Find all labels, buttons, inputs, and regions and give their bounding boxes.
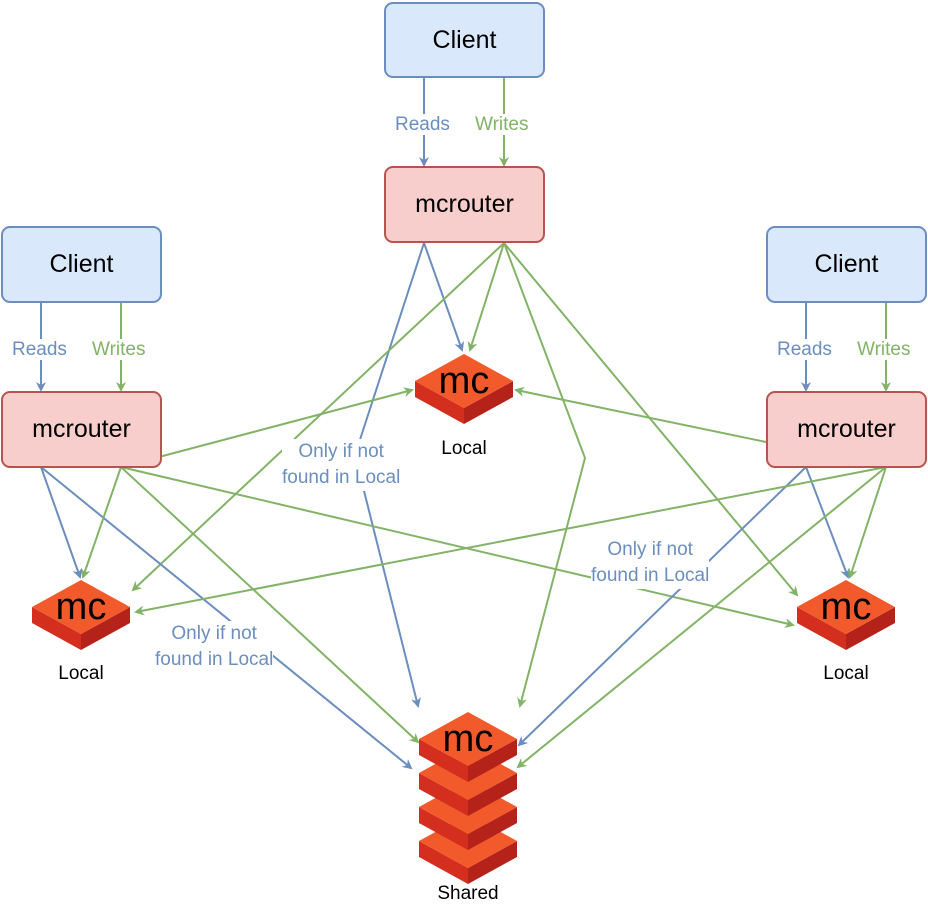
mcrouter-left-label: mcrouter bbox=[32, 415, 131, 443]
memcached-icons: mc mc mc mc bbox=[32, 354, 895, 884]
write-edge-top-router-left-local bbox=[131, 242, 505, 592]
writes-label-top: Writes bbox=[474, 114, 530, 135]
memcached-local-top-icon-layer-0-text: mc bbox=[439, 360, 490, 402]
memcached-local-top-icon-layer-0: mc bbox=[415, 354, 513, 424]
reads-label-right: Reads bbox=[776, 339, 833, 360]
note-center-line1: Only if not bbox=[298, 441, 384, 462]
memcached-local-right-icon: mc bbox=[797, 580, 895, 650]
read-edge-right-router-local bbox=[805, 466, 850, 579]
read-edge-top-router-local bbox=[423, 242, 465, 352]
note-right-line1: Only if not bbox=[607, 539, 693, 560]
note-left-line1: Only if not bbox=[171, 623, 257, 644]
edges bbox=[36, 76, 891, 770]
client-top[interactable]: Client bbox=[384, 2, 545, 78]
local-left-caption: Local bbox=[58, 663, 104, 684]
client-left[interactable]: Client bbox=[1, 226, 162, 303]
mcrouter-right-label: mcrouter bbox=[797, 415, 896, 443]
write-edge-left-router-right-local bbox=[120, 466, 795, 629]
client-right[interactable]: Client bbox=[766, 226, 927, 303]
write-edge-right-router-local bbox=[847, 466, 887, 579]
memcached-shared-icon: mc bbox=[419, 712, 517, 884]
note-center: Only if not found in Local bbox=[282, 439, 401, 491]
write-edge-left-router-local bbox=[80, 466, 122, 579]
memcached-local-right-icon-layer-0-text: mc bbox=[821, 586, 872, 628]
write-edge-top-router-local bbox=[467, 242, 505, 352]
writes-label-left: Writes bbox=[91, 339, 147, 360]
memcached-shared-icon-layer-0-text: mc bbox=[443, 718, 494, 760]
mcrouter-left[interactable]: mcrouter bbox=[1, 391, 162, 468]
mcrouter-top[interactable]: mcrouter bbox=[384, 166, 545, 243]
writes-label-right: Writes bbox=[856, 339, 912, 360]
memcached-local-right-icon-layer-0: mc bbox=[797, 580, 895, 650]
write-edge-top-router-shared bbox=[503, 242, 587, 708]
memcached-shared-icon-layer-0: mc bbox=[419, 712, 517, 782]
mcrouter-top-label: mcrouter bbox=[415, 190, 514, 218]
read-edge-right-router-shared bbox=[517, 466, 807, 747]
client-right-label: Client bbox=[814, 250, 879, 278]
write-edge-right-router-left-local bbox=[134, 466, 887, 616]
memcached-local-left-icon-layer-0: mc bbox=[32, 580, 130, 650]
client-top-label: Client bbox=[432, 25, 497, 54]
note-right: Only if not found in Local bbox=[591, 537, 710, 589]
client-left-label: Client bbox=[49, 250, 114, 278]
reads-label-top: Reads bbox=[394, 114, 451, 135]
write-edge-left-router-top-local bbox=[120, 387, 414, 468]
note-right-line2: found in Local bbox=[591, 565, 710, 586]
mcrouter-right[interactable]: mcrouter bbox=[766, 391, 927, 468]
memcached-local-left-icon: mc bbox=[32, 580, 130, 650]
write-edge-right-router-shared bbox=[516, 466, 887, 769]
shared-caption: Shared bbox=[437, 883, 499, 904]
memcached-local-left-icon-layer-0-text: mc bbox=[56, 586, 107, 628]
memcached-local-top-icon: mc bbox=[415, 354, 513, 424]
note-left-line2: found in Local bbox=[155, 649, 274, 670]
note-left: Only if not found in Local bbox=[155, 621, 274, 673]
local-top-caption: Local bbox=[441, 438, 487, 459]
write-edge-left-router-shared bbox=[120, 466, 420, 744]
note-center-line2: found in Local bbox=[282, 467, 401, 488]
reads-label-left: Reads bbox=[11, 339, 68, 360]
read-edge-left-router-local bbox=[40, 466, 83, 579]
local-right-caption: Local bbox=[823, 663, 869, 684]
